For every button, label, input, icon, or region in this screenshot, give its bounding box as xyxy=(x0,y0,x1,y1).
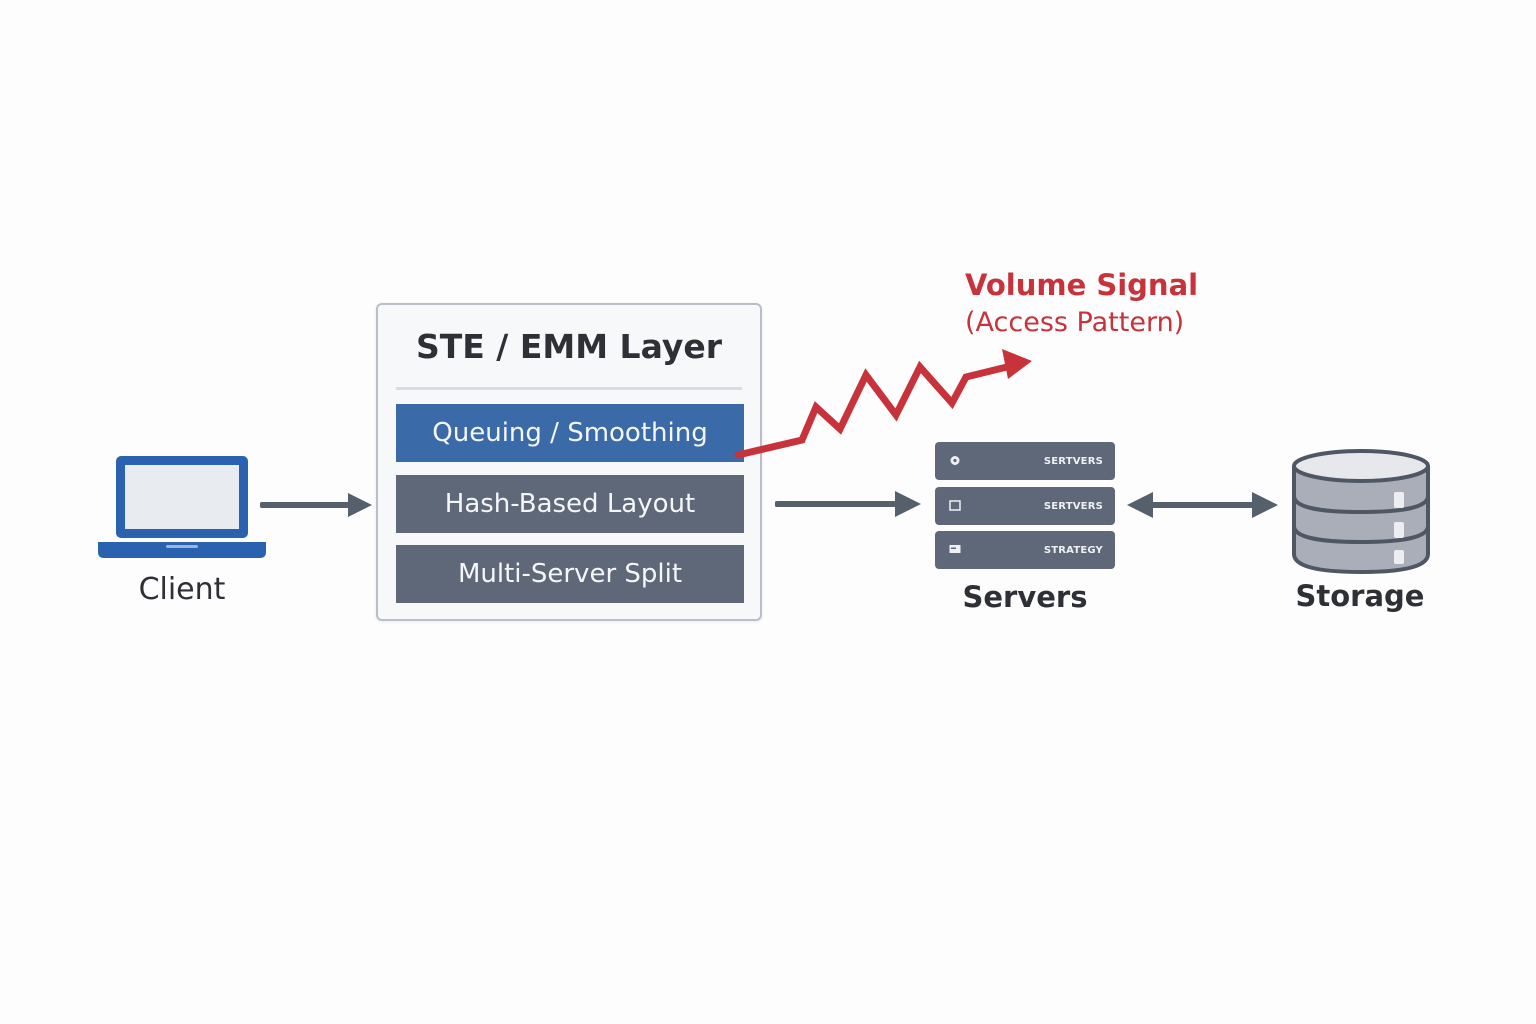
volume-signal-title: Volume Signal xyxy=(965,268,1199,302)
database-icon xyxy=(1292,449,1430,575)
layer-divider xyxy=(396,387,742,390)
multi-server-split-block: Multi-Server Split xyxy=(396,545,744,603)
volume-signal-arrow xyxy=(734,349,1032,459)
server-unit: STRATEGY xyxy=(935,531,1115,569)
server-drive-icon xyxy=(949,545,961,553)
client-label: Client xyxy=(138,572,226,607)
arrow-layer-to-servers xyxy=(775,491,921,517)
server-unit-label: SERTVERS xyxy=(1043,501,1103,512)
server-unit: SERTVERS xyxy=(935,487,1115,525)
queuing-smoothing-block: Queuing / Smoothing xyxy=(396,404,744,462)
server-unit-label: SERTVERS xyxy=(1043,456,1103,467)
volume-signal-subtitle: (Access Pattern) xyxy=(965,307,1185,338)
ste-emm-layer-box: STE / EMM Layer Queuing / Smoothing Hash… xyxy=(376,303,762,621)
layer-title: STE / EMM Layer xyxy=(415,327,722,366)
server-gear-icon xyxy=(950,456,960,465)
storage-label: Storage xyxy=(1295,579,1425,613)
server-unit: SERTVERS xyxy=(935,442,1115,480)
server-unit-label: STRATEGY xyxy=(1043,545,1103,556)
arrow-servers-storage xyxy=(1127,492,1278,518)
hash-based-layout-block: Hash-Based Layout xyxy=(396,475,744,533)
server-square-icon xyxy=(949,500,961,511)
laptop-icon xyxy=(98,456,266,558)
arrow-client-to-layer xyxy=(260,493,372,517)
servers-label: Servers xyxy=(962,580,1088,614)
